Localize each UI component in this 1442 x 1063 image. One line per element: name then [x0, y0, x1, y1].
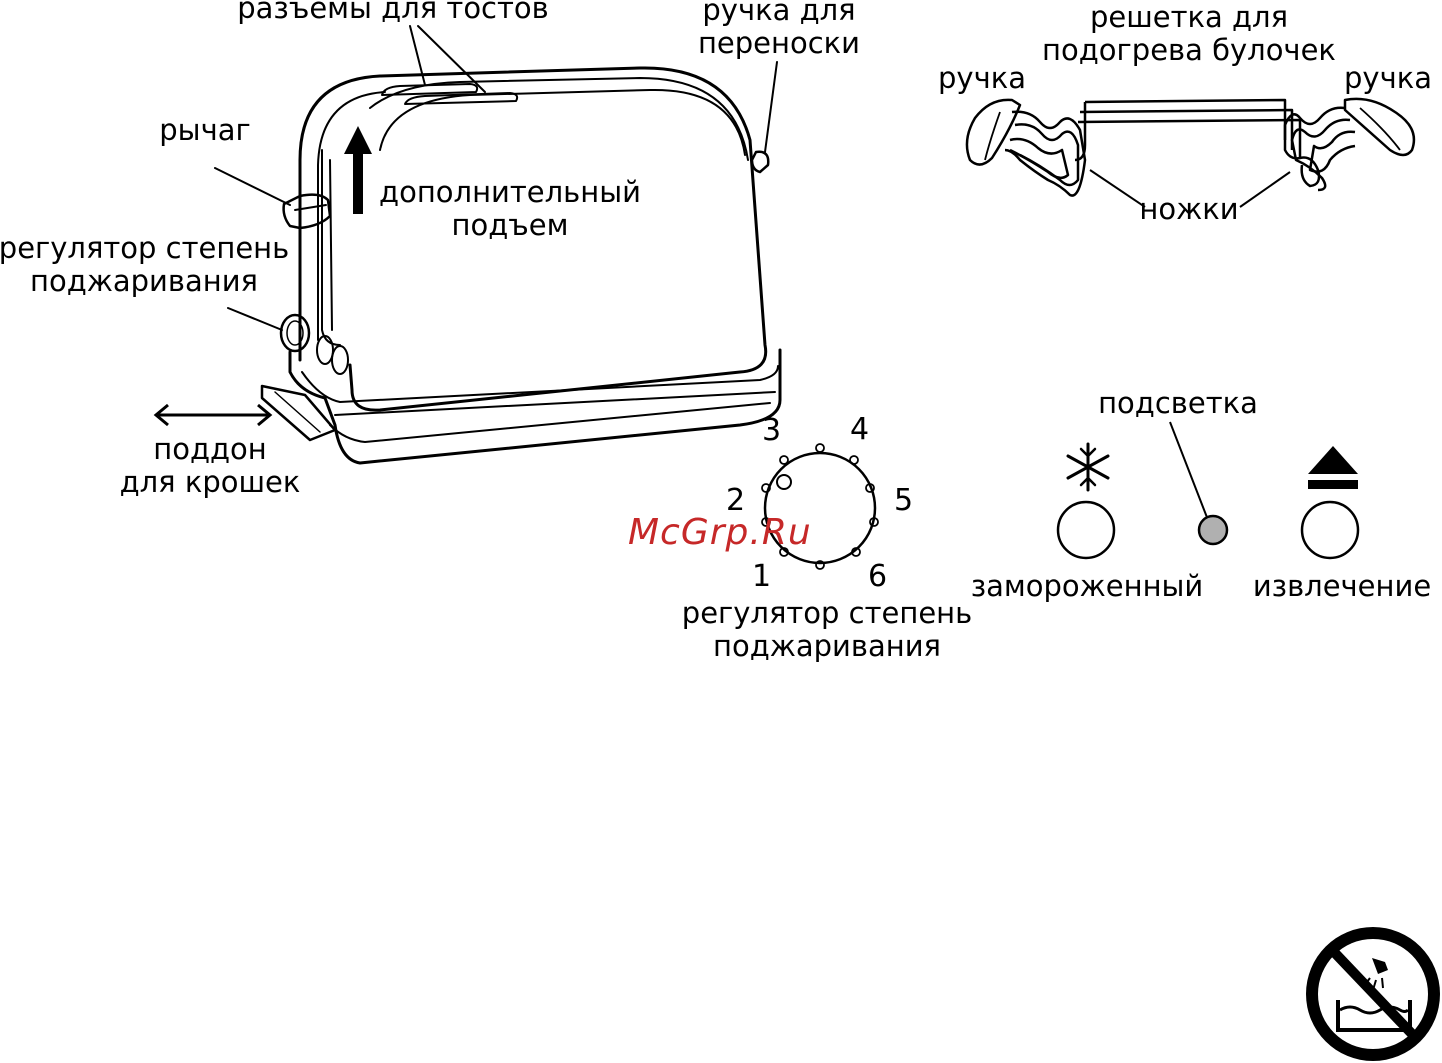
- frozen-label: замороженный: [960, 570, 1214, 603]
- light-label: подсветка: [1092, 387, 1264, 420]
- indicator-light: [1199, 516, 1227, 544]
- lift-label-line1: дополнительный: [370, 176, 650, 209]
- tray-label: поддон для крошек: [110, 433, 310, 499]
- dial-setting-1: 1: [752, 562, 771, 592]
- rack-title-line2: подогрева булочек: [1030, 34, 1348, 67]
- dial-setting-4: 4: [850, 415, 869, 445]
- rack-title: решетка для подогрева булочек: [1030, 1, 1348, 67]
- eject-label: извлечение: [1244, 570, 1440, 603]
- no-immersion-icon: [1306, 927, 1440, 1061]
- light-leader: [1170, 422, 1208, 520]
- carry-handle-label-line2: переноски: [688, 27, 870, 60]
- snowflake-icon: [1068, 444, 1108, 490]
- browning-label-line1: регулятор степень: [0, 232, 292, 265]
- rack-handle-left-label: ручка: [930, 62, 1034, 95]
- browning-label: регулятор степень поджаривания: [0, 232, 292, 298]
- rack-title-line1: решетка для: [1030, 1, 1348, 34]
- lever-label: рычаг: [150, 114, 260, 147]
- eject-button[interactable]: [1302, 502, 1358, 558]
- dial-setting-6: 6: [868, 562, 887, 592]
- rack-legs-label: ножки: [1130, 193, 1248, 226]
- dial-label: регулятор степень поджаривания: [676, 597, 978, 663]
- dial-label-line1: регулятор степень: [676, 597, 978, 630]
- watermark: McGrp.Ru: [628, 512, 812, 553]
- tray-label-line2: для крошек: [110, 466, 310, 499]
- lift-arrow: [344, 126, 372, 214]
- browning-label-line2: поджаривания: [0, 265, 292, 298]
- toaster: [215, 26, 780, 463]
- eject-icon: [1308, 446, 1358, 489]
- tray-arrow: [156, 405, 270, 425]
- rack-handle-right-label: ручка: [1336, 62, 1440, 95]
- lift-label: дополнительный подъем: [370, 176, 650, 242]
- carry-handle-label: ручка для переноски: [688, 0, 870, 60]
- slots-label: разъемы для тостов: [232, 0, 554, 25]
- dial-label-line2: поджаривания: [676, 630, 978, 663]
- dial-setting-3: 3: [762, 416, 781, 446]
- warming-rack: [967, 99, 1414, 207]
- carry-handle-label-line1: ручка для: [688, 0, 870, 27]
- lift-label-line2: подъем: [370, 209, 650, 242]
- dial-setting-5: 5: [894, 486, 913, 516]
- tray-label-line1: поддон: [110, 433, 310, 466]
- frozen-button[interactable]: [1058, 502, 1114, 558]
